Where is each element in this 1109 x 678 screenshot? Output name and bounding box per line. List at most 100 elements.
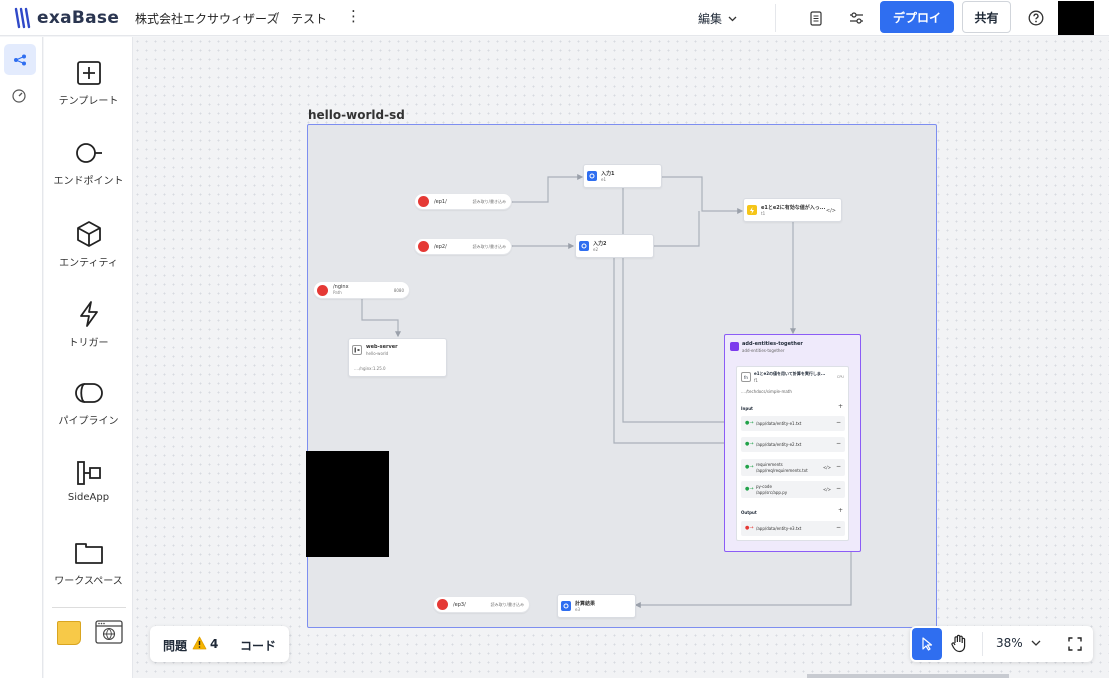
palette-label: テンプレート xyxy=(58,96,119,107)
input-path: /app/data/entity-e1.txt xyxy=(756,421,802,426)
palette-item-trigger[interactable]: トリガー xyxy=(44,300,133,370)
palette-item-sideapp[interactable]: SideApp xyxy=(44,460,133,530)
sideapp-icon xyxy=(76,461,101,485)
palette-label: ワークスペース xyxy=(54,576,123,587)
avatar[interactable] xyxy=(1058,1,1094,35)
share-button[interactable]: 共有 xyxy=(962,1,1011,33)
palette-item-entity[interactable]: エンティティ xyxy=(44,220,133,290)
warning-icon xyxy=(192,636,207,650)
breadcrumb-project[interactable]: テスト xyxy=(291,12,328,26)
sideapp-title: web-server xyxy=(366,344,398,350)
code-icon[interactable]: </> xyxy=(822,465,831,470)
code-icon[interactable]: </> xyxy=(822,487,831,492)
sideapp-name: hello-world xyxy=(366,351,389,356)
add-output-button[interactable]: + xyxy=(837,507,843,514)
output-row-e3[interactable]: ●→ /app/data/entity-e3.txt − xyxy=(741,521,845,536)
input-row-e2[interactable]: ●→ /app/data/entity-e2.txt − xyxy=(741,437,845,452)
help-icon[interactable] xyxy=(1025,7,1047,29)
endpoint-nginx[interactable]: /nginx Path 8080 xyxy=(313,281,410,299)
remove-button[interactable]: − xyxy=(835,419,841,426)
entity-id: e3 xyxy=(575,607,581,612)
pipeline-title: add-entities-together xyxy=(742,341,803,347)
palette-item-pipeline[interactable]: パイプライン xyxy=(44,380,133,450)
endpoint-labels: /nginx Path xyxy=(333,284,349,296)
more-menu-icon[interactable]: ⋮ xyxy=(346,7,361,25)
code-icon[interactable]: </> xyxy=(825,208,836,214)
sideapp-image: ..../nginx:1.25.0 xyxy=(354,366,386,371)
entity-node-e3[interactable]: 計算結果 e3 xyxy=(557,594,636,618)
add-input-button[interactable]: + xyxy=(837,403,843,410)
fit-view-icon[interactable] xyxy=(1068,636,1082,655)
deploy-button[interactable]: デプロイ xyxy=(880,1,954,33)
sticky-note-icon[interactable] xyxy=(57,621,81,645)
settings-sliders-icon[interactable] xyxy=(845,7,867,29)
entity-title: 計算結果 xyxy=(575,601,596,607)
palette-label: エンドポイント xyxy=(53,176,124,187)
input-row-requirements[interactable]: ●→ requirements /app/req/requirements.tx… xyxy=(741,459,845,476)
palette-label: SideApp xyxy=(67,492,110,503)
endpoint-mode: 読み取り/書き込み xyxy=(472,243,506,249)
endpoint-ep2[interactable]: /ep2/ 読み取り/書き込み xyxy=(414,238,512,255)
input-path: /app/data/entity-e2.txt xyxy=(756,442,802,447)
edit-dropdown[interactable]: 編集 xyxy=(698,10,737,27)
remove-button[interactable]: − xyxy=(835,524,841,531)
entity-node-e2[interactable]: 入力2 e2 xyxy=(575,234,654,258)
document-icon[interactable] xyxy=(805,7,827,29)
input-path: /app/req/requirements.txt xyxy=(756,468,808,473)
input-row-e1[interactable]: ●→ /app/data/entity-e1.txt − xyxy=(741,416,845,431)
edit-label: 編集 xyxy=(698,12,723,26)
bottom-right-toolbar: 38% xyxy=(910,626,1093,662)
divider xyxy=(775,4,776,32)
remove-button[interactable]: − xyxy=(835,440,841,447)
breadcrumb-company[interactable]: 株式会社エクサウィザーズ xyxy=(135,12,279,26)
palette-item-template[interactable]: テンプレート xyxy=(44,60,133,130)
remove-button[interactable]: − xyxy=(835,485,841,492)
endpoint-icon xyxy=(317,284,328,296)
logo[interactable]: exaBase xyxy=(14,7,119,29)
group-title[interactable]: hello-world-sd xyxy=(308,108,405,122)
code-button[interactable]: コード xyxy=(240,639,277,653)
input-arrow-icon: ●→ xyxy=(745,420,754,426)
trigger-node[interactable]: e1とe2に有効な値が入っ... t1 </> xyxy=(743,198,842,222)
endpoint-ep3[interactable]: /ep3/ 読み取り/書き込み xyxy=(433,596,530,613)
palette-item-workspace[interactable]: ワークスペース xyxy=(44,540,133,610)
sideapp-icon xyxy=(352,345,362,355)
web-widget-icon[interactable] xyxy=(95,620,123,648)
output-arrow-icon: ●→ xyxy=(745,525,754,531)
top-bar: exaBase 株式会社エクサウィザーズ / テスト ⋮ 編集 デプロイ 共有 xyxy=(0,0,1109,36)
pipeline-name: add-entities-together xyxy=(742,348,785,353)
pipeline-node[interactable]: add-entities-together add-entities-toget… xyxy=(724,334,861,552)
entity-icon xyxy=(587,171,597,181)
lightning-icon xyxy=(79,301,98,327)
function-node[interactable]: fn e1とe2の値を用いて計算を実行しま... f1 CPU ..../tec… xyxy=(736,366,849,541)
scrollbar-track[interactable] xyxy=(807,674,1009,678)
hand-tool-icon[interactable] xyxy=(950,634,968,657)
endpoint-mode: 読み取り/書き込み xyxy=(472,198,506,204)
bottom-left-toolbar: 問題 4 コード xyxy=(150,626,289,662)
input-name: requirements xyxy=(756,462,783,467)
endpoint-ep1[interactable]: /ep1/ 読み取り/書き込み xyxy=(414,193,512,210)
entity-title: 入力2 xyxy=(593,241,607,247)
dashboard-gauge-icon[interactable] xyxy=(11,88,27,108)
select-tool-button[interactable] xyxy=(912,628,942,660)
cube-icon xyxy=(76,221,101,247)
zoom-dropdown[interactable]: 38% xyxy=(996,636,1041,650)
brand-name: exaBase xyxy=(37,8,120,28)
input-path: /app/src/app.py xyxy=(756,490,788,495)
cpu-badge: CPU xyxy=(836,375,844,379)
palette-label: エンティティ xyxy=(59,258,118,269)
entity-node-e1[interactable]: 入力1 e1 xyxy=(583,164,662,188)
palette-label: トリガー xyxy=(68,338,109,349)
entity-icon xyxy=(579,241,589,251)
input-row-py-code[interactable]: ●→ py-code /app/src/app.py </> − xyxy=(741,481,845,498)
function-id: f1 xyxy=(754,378,758,383)
entity-icon xyxy=(561,601,571,611)
issues-button[interactable]: 問題 xyxy=(163,639,188,653)
palette-item-endpoint[interactable]: エンドポイント xyxy=(44,140,133,210)
sideapp-node[interactable]: web-server hello-world ..../nginx:1.25.0 xyxy=(348,338,447,377)
flow-view-icon[interactable] xyxy=(4,44,36,75)
remove-button[interactable]: − xyxy=(835,463,841,470)
input-section-label: Input xyxy=(741,406,753,411)
function-icon: fn xyxy=(741,372,751,382)
